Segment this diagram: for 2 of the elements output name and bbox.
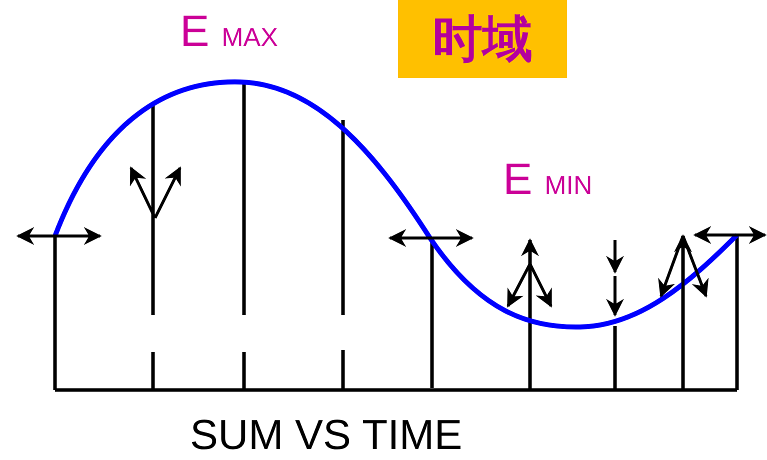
title-box: 时域 <box>398 0 567 78</box>
caption: SUM VS TIME <box>190 414 462 456</box>
